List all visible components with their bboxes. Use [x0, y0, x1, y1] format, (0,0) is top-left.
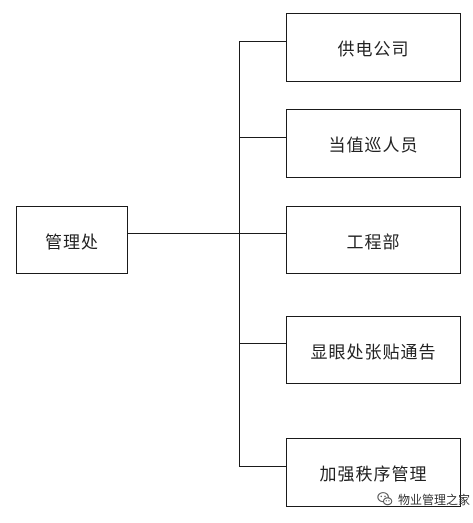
branch-connector-3: [239, 233, 286, 234]
child-label: 加强秩序管理: [319, 465, 428, 485]
watermark-text: 物业管理之家: [398, 492, 471, 507]
branch-connector-2: [239, 137, 286, 138]
child-label: 工程部: [346, 232, 401, 253]
wechat-logo-icon: [377, 492, 393, 506]
branch-connector-1: [239, 41, 286, 42]
trunk-line: [239, 41, 240, 467]
branch-connector-4: [239, 343, 286, 344]
child-box-patrol-staff: 当值巡人员: [286, 109, 461, 178]
child-label: 当值巡人员: [328, 136, 419, 156]
child-box-order-management: 加强秩序管理: [286, 438, 461, 507]
child-label: 供电公司: [337, 40, 410, 60]
root-connector: [128, 233, 239, 234]
child-box-power-company: 供电公司: [286, 13, 461, 82]
root-box: 管理处: [16, 206, 128, 274]
root-label: 管理处: [45, 232, 99, 253]
child-box-engineering: 工程部: [286, 206, 461, 274]
branch-connector-5: [239, 466, 286, 467]
watermark: 物业管理之家: [376, 488, 470, 510]
child-box-post-notice: 显眼处张贴通告: [286, 316, 461, 384]
child-label: 显眼处张贴通告: [310, 342, 437, 363]
